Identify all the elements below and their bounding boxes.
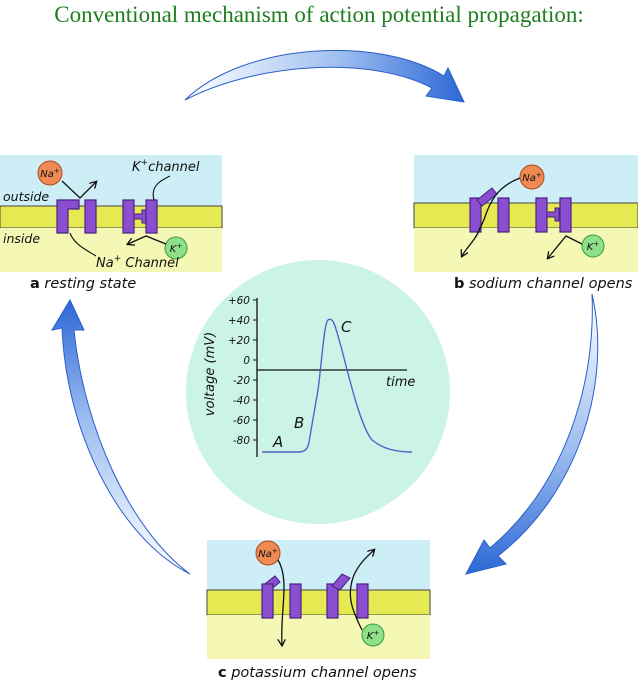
k-channel-right-subunit (559, 197, 572, 233)
na-ion-label: Na+ (522, 171, 542, 184)
y-tick-label: -60 (233, 415, 250, 427)
panel-c-caption-text: potassium channel opens (231, 665, 417, 681)
k-channel-left-subunit (535, 197, 548, 233)
k-efflux-arrow (349, 550, 374, 631)
cycle-arrow-left (50, 298, 191, 575)
k-channel-left-subunit (122, 199, 135, 234)
y-tick-label: +20 (228, 335, 250, 347)
y-axis-label: voltage (mV) (203, 332, 218, 416)
na-ion (255, 540, 281, 566)
panel-a-resting-state (0, 155, 223, 272)
panel-b-caption-text: sodium channel opens (469, 276, 633, 292)
y-tick-label: +40 (228, 315, 250, 327)
y-tick-label: +60 (228, 295, 250, 307)
panel-a-caption-text: resting state (44, 276, 137, 292)
k-gate-open (331, 573, 351, 591)
k-ion (581, 234, 605, 258)
cycle-arrow-right (465, 293, 599, 575)
y-tick-label: -40 (233, 395, 250, 407)
x-axis-label: time (386, 375, 415, 390)
na-channel-label: Na+ Channel (96, 254, 179, 271)
panel-b-caption: b sodium channel opens (454, 276, 632, 292)
y-tick-label: -20 (233, 375, 250, 387)
action-potential-trace (262, 318, 413, 453)
k-blocked-pointer (128, 235, 167, 244)
phase-label-b: B (294, 414, 304, 432)
na-channel-closed (56, 199, 80, 234)
k-ion-label: K+ (367, 629, 380, 642)
action-potential-graph: +60 +40 +20 0 -20 -40 -60 -80 (228, 295, 413, 457)
k-channel-right-subunit (145, 199, 158, 234)
k-channel-label: K+channel (132, 158, 200, 175)
na-influx-arrow (277, 559, 284, 645)
panel-a-caption: a resting state (30, 276, 136, 292)
k-ion-label: K+ (587, 240, 600, 253)
na-channel-right-subunit (289, 583, 302, 619)
cycle-arrow-top (184, 49, 465, 103)
k-ion (361, 623, 385, 647)
phase-label-c: C (341, 318, 352, 336)
k-blocked-pointer (548, 235, 583, 258)
phase-label-a: A (272, 433, 283, 451)
panel-b-sodium-channel-opens (413, 155, 638, 272)
na-ion (37, 160, 63, 186)
panel-c-letter: c (218, 665, 227, 681)
na-influx-arrow (462, 177, 521, 256)
panel-c-potassium-channel-opens (206, 540, 431, 659)
y-tick-label: -80 (233, 435, 250, 447)
na-channel-left-subunit (261, 583, 274, 619)
na-channel-right-subunit (497, 197, 510, 233)
na-ion-label: Na+ (40, 167, 60, 180)
na-ion (519, 164, 545, 190)
panel-a-letter: a (30, 276, 40, 292)
na-channel-callout-line (69, 232, 97, 257)
panel-b-letter: b (454, 276, 465, 292)
inside-label: inside (3, 231, 40, 246)
na-channel-left-subunit (469, 197, 482, 233)
k-channel-right-subunit (356, 583, 369, 619)
k-ion-label: K+ (170, 242, 183, 255)
k-ion (164, 236, 188, 260)
panel-c-caption: c potassium channel opens (218, 665, 417, 681)
na-blocked-pointer (61, 181, 96, 199)
y-tick-label: 0 (243, 355, 250, 367)
page-title: Conventional mechanism of action potenti… (54, 2, 584, 27)
na-ion-label: Na+ (258, 547, 278, 560)
outside-label: outside (3, 189, 49, 204)
na-channel-right-subunit (84, 199, 97, 234)
k-channel-gate (546, 207, 560, 222)
k-channel-callout-line (152, 175, 171, 201)
k-channel-left-subunit (326, 583, 339, 619)
